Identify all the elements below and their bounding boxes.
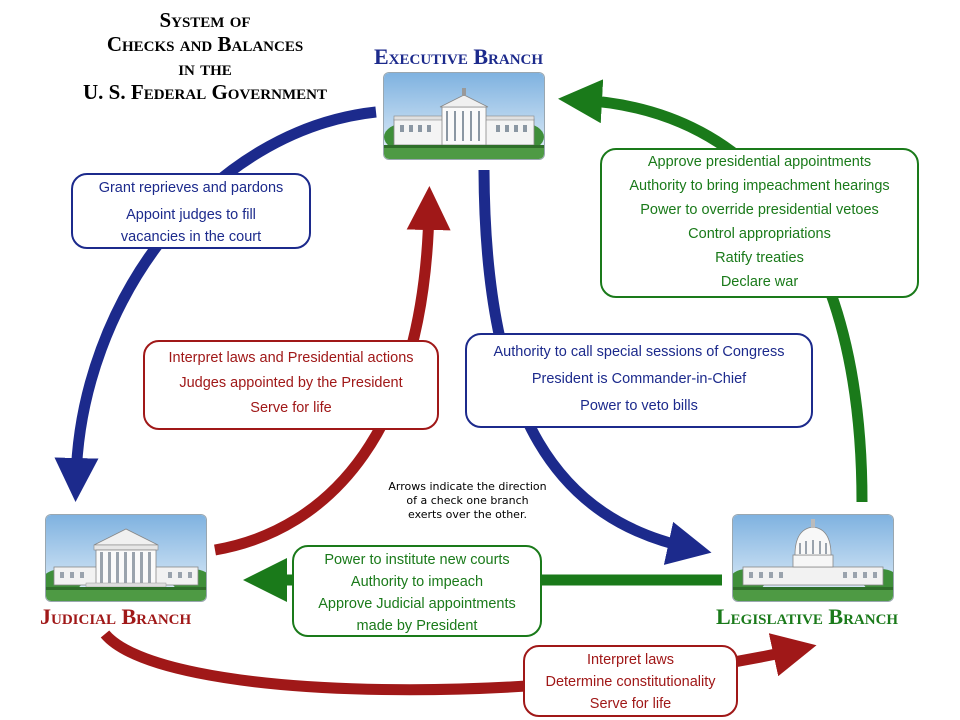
check-item: Authority to impeach: [350, 574, 484, 590]
title-line-1: System of: [159, 8, 251, 32]
executive-branch-label: Executive Branch: [374, 44, 544, 69]
check-item: Judges appointed by the President: [179, 375, 403, 391]
check-item: Grant reprieves and pardons: [98, 180, 284, 196]
note-line: of a check one branch: [406, 494, 529, 507]
arrow-executive-to-legislative: [478, 169, 712, 565]
check-item: Declare war: [720, 274, 799, 290]
check-item: vacancies in the court: [120, 229, 262, 245]
supreme-court-icon: [46, 515, 206, 601]
check-item: Determine constitutionality: [545, 674, 716, 690]
title-line-2: Checks and Balances: [106, 32, 304, 56]
check-item: President is Commander-in-Chief: [531, 371, 747, 387]
check-item: Approve Judicial appointments: [318, 596, 516, 612]
executive-checks-judicial-box: Grant reprieves and pardons Appoint judg…: [71, 173, 311, 249]
arrow-judicial-to-executive: [214, 186, 451, 556]
capitol-building-icon: [733, 515, 893, 601]
white-house-icon: [384, 73, 544, 159]
judicial-branch-label: Judicial Branch: [40, 604, 192, 629]
check-item: Power to veto bills: [580, 398, 698, 414]
check-item: Serve for life: [589, 696, 672, 712]
check-item: Serve for life: [250, 400, 332, 416]
executive-checks-legislative-box: Authority to call special sessions of Co…: [465, 333, 813, 428]
legislative-checks-judicial-box: Power to institute new courts Authority …: [292, 545, 542, 637]
title-line-3: in the: [178, 56, 232, 80]
check-item: Ratify treaties: [715, 250, 804, 266]
judicial-checks-legislative-box: Interpret laws Determine constitutionali…: [523, 645, 738, 717]
check-item: Authority to bring impeachment hearings: [629, 178, 890, 194]
check-item: Approve presidential appointments: [647, 154, 872, 170]
check-item: Power to override presidential vetoes: [640, 202, 879, 218]
check-item: Authority to call special sessions of Co…: [493, 344, 785, 360]
check-item: made by President: [356, 618, 478, 634]
check-item: Interpret laws and Presidential actions: [168, 350, 414, 366]
check-item: Power to institute new courts: [324, 552, 510, 568]
check-item: Control appropriations: [688, 226, 831, 242]
legislative-checks-executive-box: Approve presidential appointments Author…: [600, 148, 919, 298]
check-item: Interpret laws: [586, 652, 675, 668]
judicial-checks-executive-box: Interpret laws and Presidential actions …: [143, 340, 439, 430]
note-line: Arrows indicate the direction: [388, 480, 547, 493]
arrow-direction-note: Arrows indicate the direction of a check…: [360, 480, 575, 522]
legislative-branch-label: Legislative Branch: [716, 604, 899, 629]
diagram-title: System of Checks and Balances in the U. …: [70, 8, 340, 104]
check-item: Appoint judges to fill: [126, 207, 256, 223]
title-line-4: U. S. Federal Government: [83, 80, 327, 104]
note-line: exerts over the other.: [408, 508, 527, 521]
